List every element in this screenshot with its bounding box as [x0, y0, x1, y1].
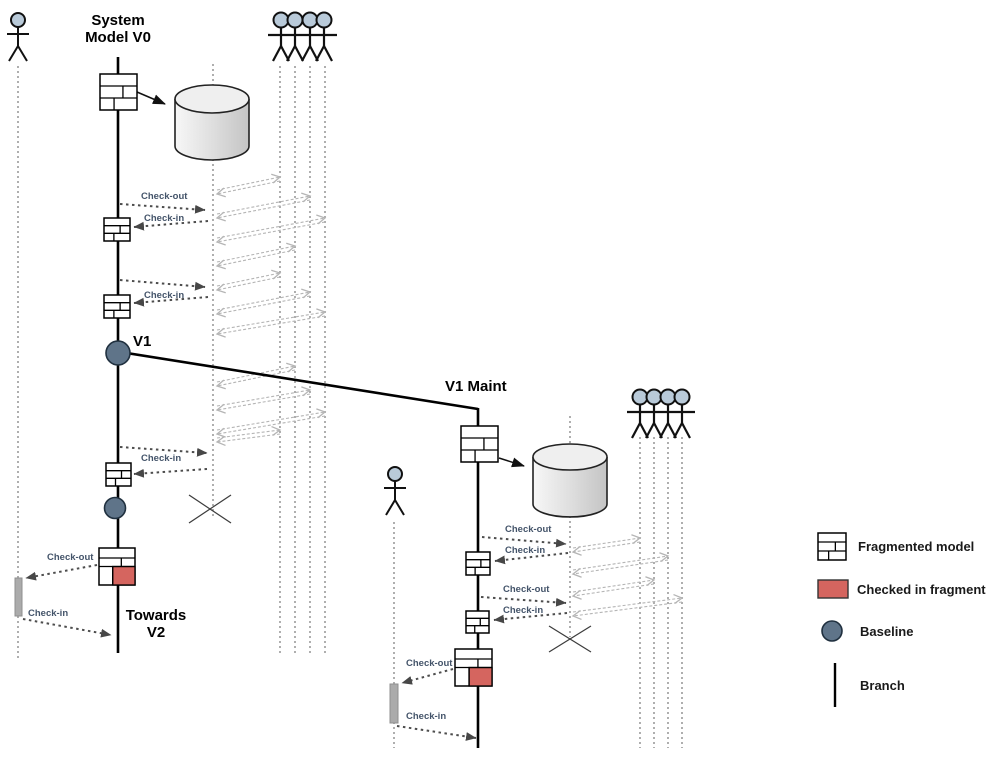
bulk-transfer-arrow [215, 295, 311, 318]
actor2-icon [384, 466, 406, 516]
bulk-transfer-arrow [215, 199, 311, 222]
maintenance-branch-fork-line [119, 350, 479, 411]
checked-in-fragment [468, 666, 493, 687]
check-out-arrow [481, 536, 567, 548]
bulk-transfer-arrow [215, 221, 326, 246]
actor-head [301, 11, 319, 29]
bulk-transfer-arrow [571, 541, 641, 556]
check-out-arrow [480, 596, 567, 607]
bulk-transfer-arrow [215, 393, 311, 414]
check-in-arrow [133, 296, 209, 307]
actor-head [286, 11, 304, 29]
check-out-arrow [25, 564, 98, 581]
database1-icon [174, 84, 250, 161]
actor-head [315, 11, 333, 29]
check-in-arrow [22, 618, 112, 638]
fragmented-model-icon [103, 217, 131, 242]
bulk-transfer-arrow [215, 249, 296, 270]
bulk-transfer-arrow [215, 415, 326, 438]
actor-head [659, 388, 677, 406]
fragmented-model-icon [465, 551, 491, 576]
check-out-arrow [119, 279, 206, 291]
actor1-icon [7, 12, 29, 62]
bulk-transfer-arrow [572, 534, 642, 549]
bulk-transfer-arrow [216, 192, 312, 215]
store-model-arrow [136, 91, 166, 105]
bulk-transfer-arrow [216, 386, 312, 407]
lifeline-end-cross-icon [548, 625, 592, 653]
fragmented-model-icon [465, 610, 490, 634]
check-out-arrow [401, 668, 454, 685]
bulk-transfer-arrow [216, 362, 297, 383]
bulk-transfer-arrow [572, 552, 670, 571]
fragmented-model-icon [105, 462, 132, 487]
bulk-transfer-arrow [216, 269, 282, 287]
check-in-arrow [493, 612, 568, 624]
actor-head [631, 388, 649, 406]
actor-head [10, 12, 26, 28]
bulk-message-arrows [215, 173, 684, 621]
bulk-transfer-arrow [571, 583, 655, 600]
actor-head [673, 388, 691, 406]
bulk-transfer-arrow [216, 173, 282, 191]
lifeline-end-cross-icon [188, 494, 232, 524]
legend-checked-in-fragment-swatch [817, 579, 849, 599]
bulk-transfer-arrow [571, 559, 669, 578]
check-in-arrow [133, 468, 208, 478]
database2-icon [532, 443, 608, 518]
bulk-transfer-arrow [216, 214, 327, 239]
check-out-arrow [119, 446, 208, 457]
activation-bar [389, 683, 399, 724]
fragmented-model-icon [460, 425, 499, 463]
check-in-arrow [494, 552, 569, 565]
bulk-transfer-arrow [215, 369, 296, 390]
fragmented-model-icon [817, 532, 847, 561]
checked-in-fragment [112, 565, 136, 586]
bulk-transfer-arrow [216, 408, 327, 431]
bulk-transfer-arrow [215, 315, 326, 338]
bulk-transfer-arrow [572, 593, 684, 613]
actor-head [387, 466, 403, 482]
fragmented-model-checked-in-icon [98, 547, 136, 586]
fragmented-model-icon [99, 73, 138, 111]
store-model-arrow [498, 457, 525, 468]
lifelines [17, 64, 683, 748]
bulk-transfer-arrow [571, 601, 683, 621]
actor-head [272, 11, 290, 29]
bulk-transfer-arrow [572, 576, 656, 593]
check-in-arrow [396, 725, 477, 741]
legend-baseline-icon [821, 620, 843, 642]
baseline-v1-icon [105, 340, 131, 366]
team1-icon [268, 11, 337, 62]
actor-head [645, 388, 663, 406]
team2-icon [627, 388, 695, 439]
bulk-transfer-arrow [216, 242, 297, 263]
activation-bar [14, 577, 23, 617]
bulk-transfer-arrow [215, 276, 281, 294]
check-out-arrow [119, 203, 206, 214]
bulk-transfer-arrow [215, 433, 281, 447]
bulk-transfer-arrow [216, 425, 282, 439]
bulk-transfer-arrow [216, 308, 327, 331]
check-in-arrow [133, 220, 209, 231]
icons [7, 11, 847, 687]
bulk-transfer-arrow [215, 180, 281, 198]
fragmented-model-checked-in-icon [454, 648, 493, 687]
baseline-icon [103, 496, 127, 520]
fragmented-model-icon [103, 294, 131, 319]
bulk-transfer-arrow [216, 288, 312, 311]
